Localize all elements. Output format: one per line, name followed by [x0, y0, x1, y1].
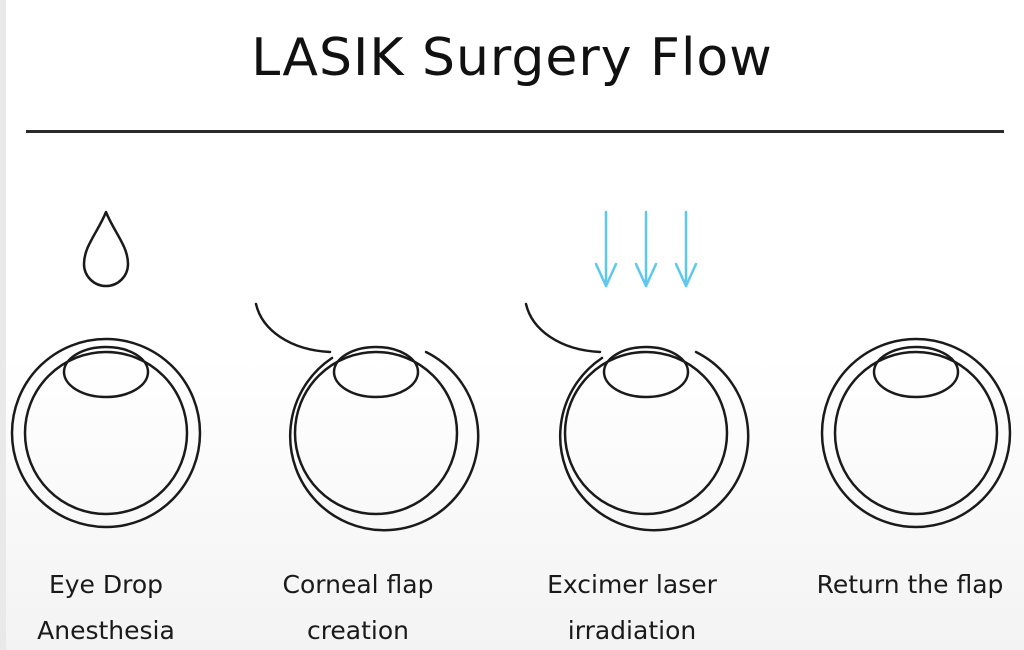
corneal-flap-icon — [254, 302, 480, 532]
eye-drop-icon — [82, 210, 130, 288]
eye-icon — [820, 337, 1012, 529]
step-2-label: Corneal flap creation — [238, 562, 478, 650]
step-2-label-line1: Corneal flap — [282, 570, 434, 599]
laser-eye-icon — [524, 302, 750, 532]
step-2-illustration — [254, 302, 480, 532]
eye-icon — [10, 337, 202, 529]
step-1-label: Eye Drop Anesthesia — [0, 562, 226, 650]
laser-arrow-1 — [594, 210, 618, 288]
step-4-label-line1: Return the flap — [816, 570, 1004, 599]
step-2-label-line2: creation — [306, 616, 410, 645]
step-1-illustration — [10, 210, 202, 529]
title-divider — [26, 130, 1004, 133]
step-3-label-line2: irradiation — [567, 616, 697, 645]
step-4-illustration — [820, 337, 1012, 529]
step-3-label: Excimer laser irradiation — [512, 562, 752, 650]
laser-arrows-icon — [594, 210, 698, 288]
step-3-label-line1: Excimer laser — [547, 570, 717, 599]
laser-arrow-2 — [634, 210, 658, 288]
step-1-label-line1: Eye Drop — [48, 570, 164, 599]
page-title: LASIK Surgery Flow — [251, 28, 773, 88]
step-3-illustration — [524, 302, 750, 532]
step-4-label: Return the flap — [790, 562, 1024, 608]
laser-arrow-3 — [674, 210, 698, 288]
left-edge — [0, 0, 6, 650]
step-1-label-line2: Anesthesia — [37, 616, 175, 645]
